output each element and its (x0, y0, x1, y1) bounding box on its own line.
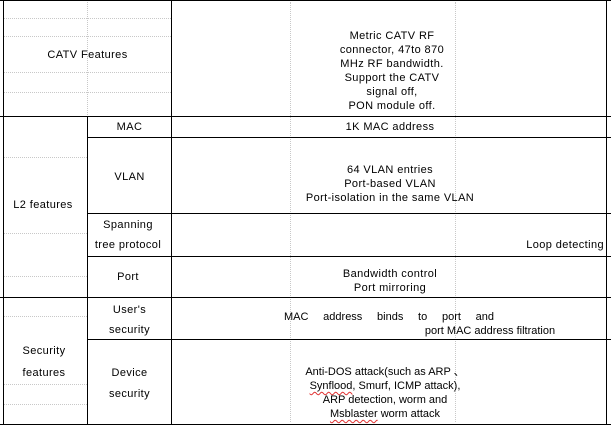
user-security-word: and (475, 311, 494, 323)
user-security-word: to (418, 311, 428, 323)
vlan-line: Port-based VLAN (344, 178, 436, 190)
catv-features-label: CATV Features (47, 49, 128, 61)
spellcheck-word: Synflood (309, 380, 353, 392)
device-line: Msblaster worm attack (330, 407, 440, 421)
catv-line: signal off, (366, 86, 418, 98)
stp-label-line2: tree protocol (94, 239, 162, 251)
gridline (4, 157, 87, 158)
device-line-rest: , Smurf, ICMP attack), (352, 380, 461, 392)
device-security-description: Anti-DOS attack(such as ARP 、 Synflood, … (290, 364, 480, 422)
gridline (4, 92, 171, 93)
table-border-top (0, 0, 611, 1)
row-divider (0, 116, 611, 117)
mac-value: 1K MAC address (345, 121, 435, 133)
user-security-line1: MAC address binds to port and (284, 309, 494, 325)
catv-line: MHz RF bandwidth. (340, 58, 444, 70)
user-security-word: binds (377, 311, 404, 323)
gridline (4, 316, 87, 317)
gridline (290, 2, 291, 422)
port-description: Bandwidth control Port mirroring (300, 266, 480, 296)
l2-features-label: L2 features (13, 199, 73, 211)
device-line: ARP detection, worm and (322, 394, 448, 406)
device-line: Anti-DOS attack(such as ARP 、 (305, 366, 465, 378)
port-line: Port mirroring (353, 282, 427, 294)
catv-line: connector, 47to 870 (339, 44, 445, 56)
device-line: Synflood, Smurf, ICMP attack), (310, 379, 461, 393)
row-divider (87, 137, 611, 138)
row-divider (87, 256, 611, 257)
table-border-bottom (0, 424, 611, 425)
user-security-line2: port MAC address filtration (424, 325, 556, 337)
vlan-description: 64 VLAN entries Port-based VLAN Port-iso… (280, 161, 500, 207)
user-security-word: MAC (284, 311, 309, 323)
security-label-line2: features (22, 367, 66, 379)
user-security-word: port (441, 311, 461, 323)
user-security-label-line2: security (108, 324, 151, 336)
stp-label-line1: Spanning (103, 219, 153, 231)
gridline (4, 72, 171, 73)
device-security-label-line2: security (108, 388, 151, 400)
gridline (87, 2, 88, 115)
gridline (4, 276, 87, 277)
gridline (4, 404, 87, 405)
gridline (4, 384, 87, 385)
row-divider (0, 297, 611, 298)
vlan-label: VLAN (114, 171, 145, 183)
column-divider (171, 0, 172, 425)
catv-line: PON module off. (348, 100, 436, 112)
table-border-right (606, 0, 607, 425)
catv-features-description: Metric CATV RF connector, 47to 870 MHz R… (300, 27, 484, 115)
row-divider (87, 339, 611, 340)
row-divider (87, 213, 611, 214)
device-line-rest: worm attack (377, 408, 441, 420)
table-border-left (3, 0, 4, 425)
gridline (4, 233, 87, 234)
gridline (4, 36, 171, 37)
device-security-label-line1: Device (111, 367, 148, 379)
gridline (455, 2, 456, 422)
port-line: Bandwidth control (342, 268, 438, 280)
vlan-line: Port-isolation in the same VLAN (305, 192, 475, 204)
user-security-label-line1: User's (112, 304, 147, 316)
security-label-line1: Security (22, 345, 66, 357)
spellcheck-word: Msblaster (329, 408, 378, 420)
vlan-line: 64 VLAN entries (346, 164, 434, 176)
user-security-word: address (323, 311, 363, 323)
gridline (4, 18, 171, 19)
column-divider (87, 116, 88, 425)
mac-label: MAC (116, 121, 143, 133)
catv-line: Support the CATV (344, 72, 440, 84)
catv-line: Metric CATV RF (349, 30, 435, 42)
stp-value: Loop detecting (526, 239, 604, 251)
port-label: Port (117, 271, 139, 283)
